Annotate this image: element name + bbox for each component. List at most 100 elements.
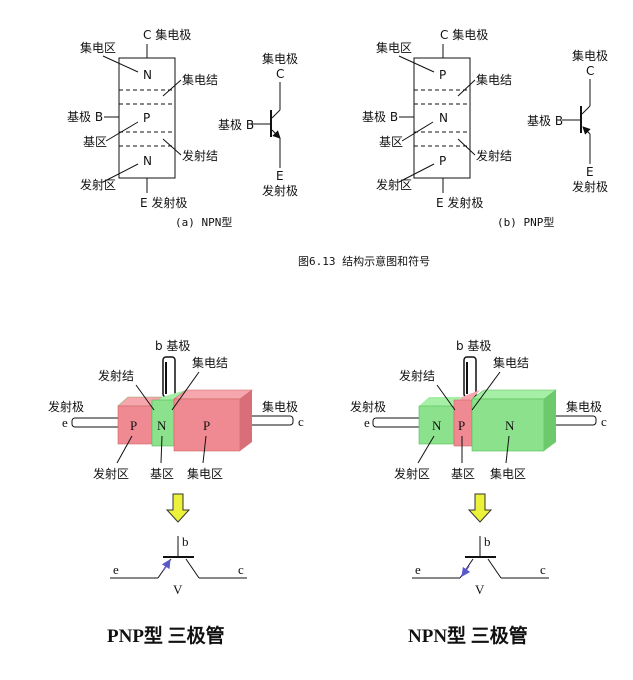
pnp3d-emitter-junction-label: 发射结 [98,368,134,383]
npn3d-emitter-region-label: 发射区 [394,466,430,481]
npn-layer-mid: P [143,111,150,125]
npn-collector-region-pointer [102,55,139,73]
figure-caption: 图6.13 结构示意图和符号 [298,254,430,268]
pnp-base-region-pointer [401,121,434,142]
npn-symbol-collector-diag [271,109,281,119]
npn-layer-top: N [143,68,152,82]
npn-base-pin-label: 基极 B [67,110,103,124]
pnp3d-emitter-junction-pointer [135,384,155,411]
pnp-emitter-region-pointer [398,163,435,183]
pnp3d-base-region-pointer [160,435,163,464]
pnp3d-layer-1: P [130,418,137,433]
pnp3d-emitter-region-label: 发射区 [93,466,129,481]
npn-emitter-pin-label: E 发射极 [140,195,187,210]
npn3d-c-label: c [601,414,607,429]
npn-symbol-e-label: E [276,169,284,183]
npn3d-e-label: e [364,415,370,430]
npn3d-collector-region-pointer [505,435,510,464]
pnp-structure: C 集电极 P N P E 发射极 集电区 集电结 基极 B 基区 发射结 发射… [362,27,554,229]
pnp-sym-arrow-icon [161,559,171,572]
npn-sym-c: c [540,562,546,577]
pnp-symbol: 集电极 C 基极 B E 发射极 [527,48,608,194]
pnp3d-emitter-region-pointer [116,435,133,464]
pnp-sym-c: c [238,562,244,577]
pnp-down-arrow-icon [165,493,191,523]
pnp-emitter-junction-label: 发射结 [476,148,512,163]
npn-sym-collector-diag [487,558,502,579]
npn3d-base-pin [463,356,477,398]
pnp-sym-v: V [173,582,183,597]
pnp-layer-bottom: P [439,154,446,168]
pnp3d-c-label: c [298,414,304,429]
pnp3d-layer-3: P [203,418,210,433]
npn3d-emitter-pin-label: 发射极 [350,399,386,414]
npn3d-emitter-junction-pointer [436,384,456,411]
pnp-3d: P N P b 基极 集电结 发射结 发射极 e 集电极 c 发射区 基区 集电… [48,339,304,647]
pnp-emitter-pin-label: E 发射极 [436,195,483,210]
npn3d-layer-1: N [432,418,442,433]
pnp-symbol-emitter-label: 发射极 [572,179,608,194]
npn-3d: N P N b 基极 集电结 发射结 发射极 e 集电极 c 发射区 基区 集电… [350,339,607,647]
npn3d-collector-side [544,390,556,451]
npn-down-arrow-icon [467,493,493,523]
npn-sym-e: e [415,562,421,577]
npn-layer-bottom: N [143,154,152,168]
pnp3d-emitter-pin-label: 发射极 [48,399,84,414]
npn3d-emitter-top [419,397,462,406]
pnp-symbol-collector-diag [581,105,591,115]
pnp3d-e-label: e [62,415,68,430]
pnp-collector-region-label: 集电区 [376,40,412,55]
pnp3d-collector-region-pointer [202,435,207,464]
pnp3d-collector-region-label: 集电区 [187,466,223,481]
npn-emitter-junction-label: 发射结 [182,148,218,163]
npn-symbol: 集电极 C 基极 B E 发射极 [218,51,298,198]
pnp3d-base-pin [162,356,176,398]
pnp-layer-top: P [439,68,446,82]
pnp-base-region-label: 基区 [379,135,403,149]
npn-symbol-c-label: C [276,67,284,81]
pnp-symbol-emitter-arrow [582,126,591,135]
npn-sym-arrow-icon [461,565,471,577]
npn-symbol-emitter-arrow [271,129,281,139]
npn-sym-b: b [484,534,491,549]
npn-symbol-emitter-label: 发射极 [262,183,298,198]
pnp-symbol-e-label: E [586,165,594,179]
npn-collector-junction-label: 集电结 [182,72,218,87]
npn-symbol-collector-label: 集电极 [262,51,298,66]
npn-structure: C 集电极 N P N E 发射极 集电区 集电结 基极 B 基区 发射结 发射… [67,27,232,229]
pnp-emitter-junction-pointer [457,138,476,156]
npn-base-region-pointer [105,121,139,142]
npn-symbol-base-label: 基极 B [218,118,254,132]
npn3d-emitter-junction-label: 发射结 [399,368,435,383]
npn-collector-junction-pointer [162,79,182,97]
npn-collector-pin-label: C 集电极 [143,27,191,42]
pnp-collector-pin-label: C 集电极 [440,27,488,42]
npn3d-layer-2: P [458,418,465,433]
pnp3d-collector-side [240,390,252,451]
pnp-caption: (b) PNP型 [497,215,554,229]
npn-title: NPN型 三极管 [408,624,528,647]
npn3d-emitter-region-pointer [417,435,435,464]
npn3d-base-region-label: 基区 [451,467,475,481]
pnp3d-base-label: b 基极 [155,339,190,353]
pnp-collector-junction-label: 集电结 [476,72,512,87]
pnp3d-base-region-label: 基区 [150,467,174,481]
pnp-box [413,57,471,179]
pnp-layer-mid: N [439,111,448,125]
npn-caption: (a) NPN型 [175,215,232,229]
npn-emitter-region-label: 发射区 [80,177,116,192]
pnp-symbol-collector-label: 集电极 [572,48,608,63]
pnp-sym-b: b [182,534,189,549]
pnp-emitter-region-label: 发射区 [376,177,412,192]
pnp3d-collector-junction-pointer [171,371,200,411]
npn-emitter-junction-pointer [162,138,182,156]
npn3d-layer-3: N [505,418,515,433]
npn-base-region-label: 基区 [83,135,107,149]
npn3d-collector-junction-pointer [471,371,501,411]
npn3d-collector-pin-label: 集电极 [566,399,602,414]
npn3d-emitter-front [418,405,455,445]
pnp3d-collector-pin-label: 集电极 [262,399,298,414]
npn-collector-region-label: 集电区 [80,40,116,55]
npn3d-collector-region-label: 集电区 [490,466,526,481]
